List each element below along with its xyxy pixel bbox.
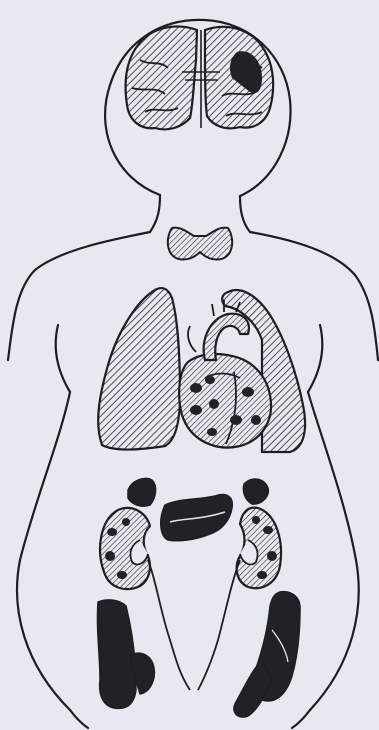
- left-ureter: [198, 560, 240, 690]
- arm-left: [56, 325, 70, 392]
- neck-right: [240, 196, 250, 232]
- hip-right: [292, 710, 310, 728]
- flank-left: [17, 392, 70, 710]
- neck-left: [150, 195, 160, 232]
- hip-left: [70, 710, 88, 728]
- sigmoid-colon: [234, 660, 272, 717]
- aorta: [204, 314, 249, 360]
- brain: [126, 26, 274, 129]
- flank-right: [308, 392, 359, 710]
- adrenal-right: [128, 478, 156, 506]
- right-lung: [98, 288, 180, 450]
- adrenal-left: [243, 479, 268, 504]
- arm-right: [308, 325, 322, 392]
- thyroid: [168, 228, 232, 260]
- heart-body: [179, 354, 271, 448]
